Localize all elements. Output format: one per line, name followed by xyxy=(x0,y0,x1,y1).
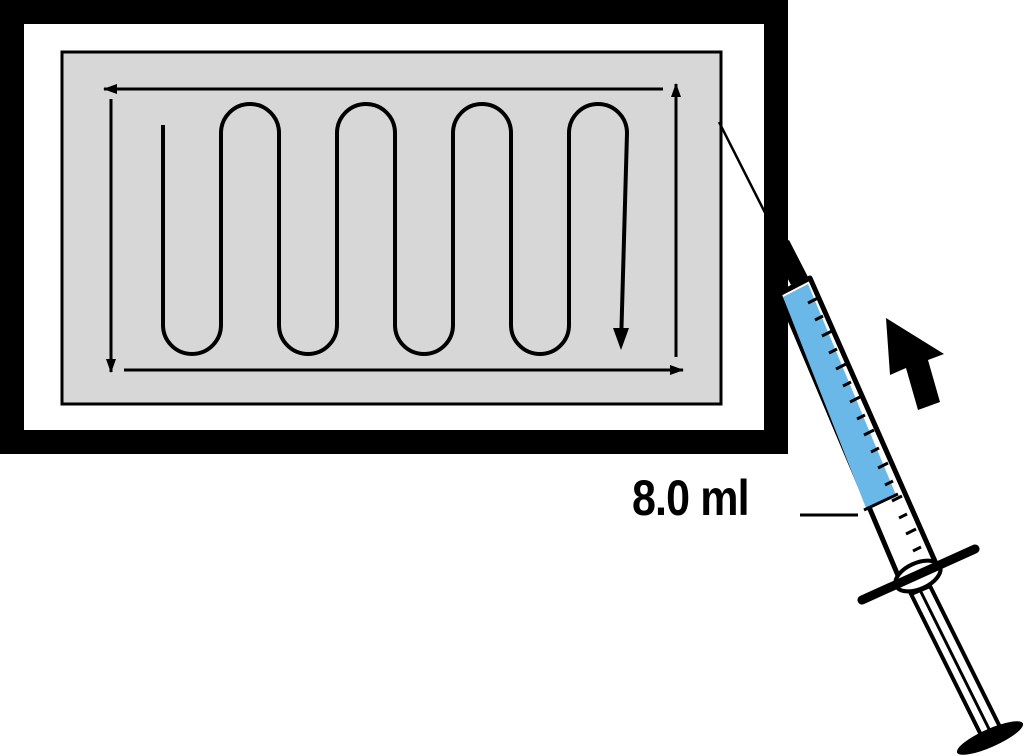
push-up-arrow-icon xyxy=(886,318,944,410)
syringe xyxy=(717,121,1024,755)
gel-area xyxy=(60,50,723,406)
syringe-graduations xyxy=(807,296,922,553)
syringe-hub xyxy=(772,240,808,285)
serpentine-path xyxy=(161,102,630,356)
serpentine-end-arrow-icon xyxy=(613,328,629,350)
syringe-liquid xyxy=(783,284,896,508)
syringe-liquid-meniscus xyxy=(863,492,899,512)
plunger-rod-rib xyxy=(918,589,992,732)
syringe-flange xyxy=(857,544,980,605)
volume-label: 8.0 ml xyxy=(632,470,750,526)
syringe-needle xyxy=(717,121,792,263)
syringe-thumb-press xyxy=(956,721,1024,755)
